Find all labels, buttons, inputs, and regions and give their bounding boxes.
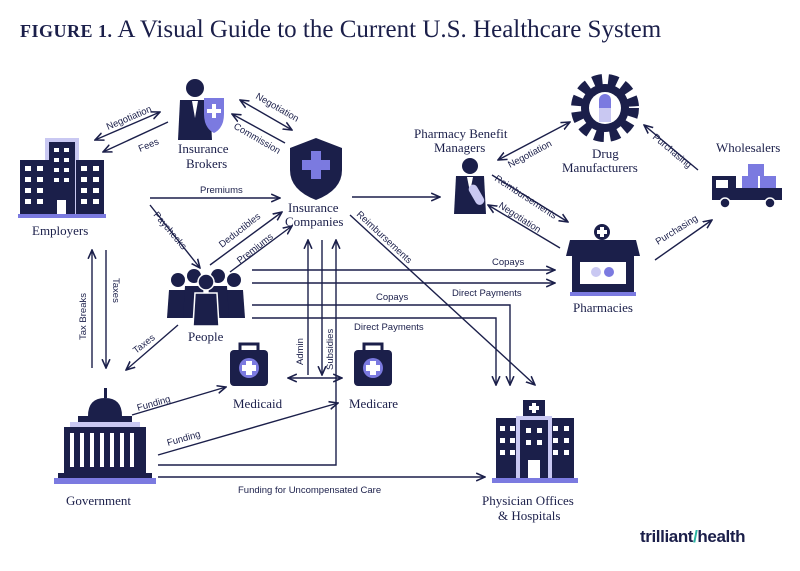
insurance-label-line1: Insurance [288,200,339,215]
arrow-purchasing-pharm-whs [654,220,712,261]
logo-text-a: trilliant [640,527,694,546]
figure-number: FIGURE 1. [20,21,113,41]
arrow-negotiation-emp-brk [95,112,160,140]
edge-label-taxes-emp: Taxes [110,278,121,303]
flow-arrows [92,100,712,477]
government-label: Government [66,493,131,508]
arrow-fees [103,121,169,152]
edge-label-tax-breaks: Tax Breaks [78,293,89,340]
medicare-kit-icon [354,342,392,386]
insurance-label-line2: Companies [285,214,344,229]
edge-label-reimb-ins-hosp: Reimbursements [354,209,414,266]
arrow-purchasing-whs-drug [644,125,699,171]
edge-label-purchasing-pharm-whs: Purchasing [654,213,700,248]
arrow-paychecks [149,204,200,268]
wholesalers-label: Wholesalers [716,140,780,155]
insurance-broker-icon [178,79,224,140]
insurance-shield-icon [290,138,342,200]
arrow-negotiation-brk-ins [240,100,292,130]
trilliant-health-logo: trilliant/health [640,527,745,547]
brokers-label-line2: Brokers [186,156,227,171]
arrow-commission [232,114,286,144]
people-group-icon [167,269,245,327]
edge-label-premiums-emp: Premiums [200,185,243,196]
arrow-premiums-ppl [229,226,292,273]
edge-label-funding-medicare: Funding [166,429,202,449]
arrow-reimb-ins-hosp [349,214,535,385]
edge-label-copays-hosp: Copays [376,292,408,303]
edge-label-paychecks: Paychecks [151,210,189,252]
arrow-funding-medicare [157,403,338,456]
edge-label-direct-pay-hosp: Direct Payments [354,322,424,333]
drug-manufacturer-gear-icon [571,74,639,142]
edge-label-funding-medicaid: Funding [136,394,172,414]
government-capitol-icon [54,388,156,484]
figure-title-text: A Visual Guide to the Current U.S. Healt… [117,16,662,43]
edge-label-purchasing-whs-drug: Purchasing [650,132,693,171]
arrow-funding-medicaid [131,387,226,416]
arrow-gov-ins [158,240,336,466]
edge-label-admin: Admin [295,338,306,365]
pharmacies-label: Pharmacies [573,300,633,315]
drug-label-line1: Drug [592,146,619,161]
employers-label: Employers [32,223,88,238]
edge-label-commission: Commission [232,121,283,157]
arrow-negotiation-pbm-drug [498,122,570,160]
arrow-copays-hosp [252,304,510,385]
pbm-label-line1: Pharmacy Benefit [414,126,508,141]
people-label: People [188,329,224,344]
arrow-reimb-pbm-pharm [491,174,568,222]
figure-title: FIGURE 1. A Visual Guide to the Current … [20,16,661,44]
hospitals-label-line2: & Hospitals [498,508,560,523]
logo-mark: / [693,527,698,546]
wholesaler-truck-icon [712,164,782,209]
pbm-person-icon [454,158,486,214]
arrow-taxes-ppl [126,324,179,370]
edge-label-funding-uncomp: Funding for Uncompensated Care [238,485,381,496]
pbm-label-line2: Managers [434,140,485,155]
pharmacy-store-icon [566,224,640,296]
medicaid-label: Medicaid [233,396,283,411]
medicare-label: Medicare [349,396,398,411]
edge-label-subsidies: Subsidies [325,329,336,370]
edge-label-copays-pharm: Copays [492,257,524,268]
edge-label-taxes-ppl: Taxes [131,332,158,356]
edge-label-fees: Fees [137,136,161,154]
drug-label-line2: Manufacturers [562,160,638,175]
hospitals-label-line1: Physician Offices [482,493,574,508]
hospital-building-icon [492,400,578,483]
medicaid-kit-icon [230,342,268,386]
arrow-direct-pay-hosp [252,317,496,385]
logo-text-b: health [697,527,746,546]
arrow-deductibles [209,212,282,266]
arrow-negotiation-pbm-pharm [488,205,561,249]
edge-label-negotiation-brk-ins: Negotiation [254,91,301,125]
edge-label-direct-pay-pharm: Direct Payments [452,288,522,299]
employers-building-icon [18,138,106,218]
brokers-label-line1: Insurance [178,141,229,156]
